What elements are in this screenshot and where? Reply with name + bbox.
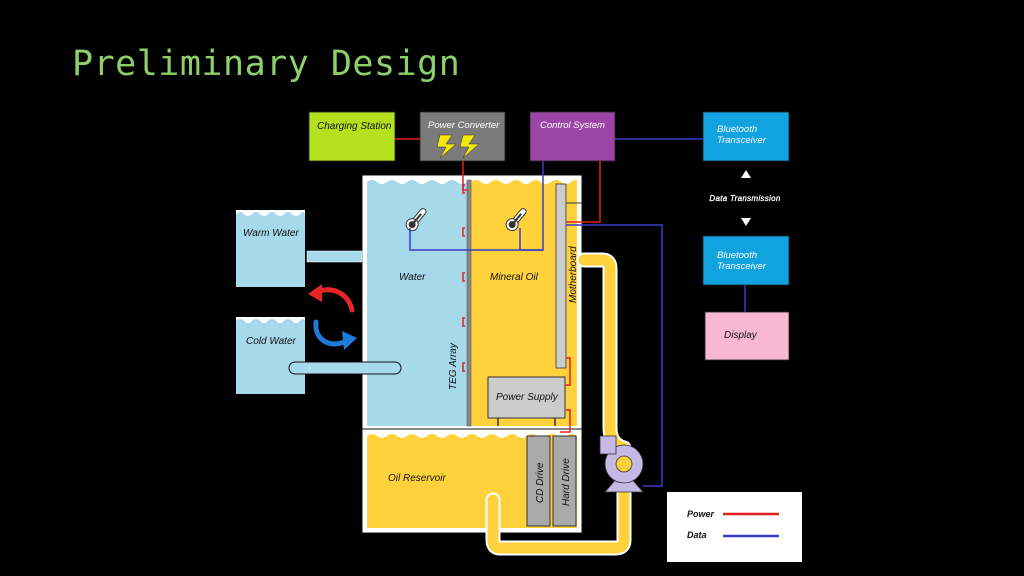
down-arrow-icon (741, 218, 751, 226)
data-transmission-indicator: Data Transmission (709, 170, 781, 226)
cold-water-tank: Cold Water (236, 317, 305, 394)
warm-water-tank: Warm Water (236, 210, 305, 287)
power-supply-block: Power Supply (487, 376, 566, 426)
thermometer-icon (505, 208, 527, 232)
control-system-block: Control System (529, 111, 616, 162)
oil-reservoir-label: Oil Reservoir (388, 473, 446, 484)
hard-drive-block: Hard Drive (552, 435, 577, 527)
warm-water-label: Warm Water (243, 228, 299, 239)
lightning-icon (436, 134, 457, 159)
cold-flow-arrow-icon (313, 319, 357, 350)
charging-station-block: Charging Station (308, 111, 396, 162)
data-lines (409, 138, 703, 487)
water-label: Water (399, 272, 426, 283)
hard-drive-label: Hard Drive (561, 458, 572, 506)
lightning-icon (459, 134, 480, 159)
thermometer-icon (405, 208, 427, 232)
bluetooth-transceiver-bottom: Bluetooth Transceiver (702, 235, 790, 286)
power-converter-block: Power Converter (419, 111, 506, 162)
warm-flow-arrow-icon (308, 284, 355, 313)
charging-station-label: Charging Station (317, 121, 392, 132)
cd-drive-block: CD Drive (526, 435, 551, 527)
motherboard-label: Motherboard (568, 246, 579, 303)
legend-data-label: Data (687, 530, 707, 540)
legend: Power Data (667, 492, 802, 562)
cold-water-pipe (288, 361, 402, 375)
bluetooth-bottom-label-2: Transceiver (717, 261, 767, 272)
data-transmission-label: Data Transmission (709, 194, 780, 203)
display-block: Display (704, 311, 790, 361)
legend-power-label: Power (687, 509, 715, 519)
mineral-oil-label: Mineral Oil (490, 272, 539, 283)
cd-drive-label: CD Drive (535, 462, 546, 503)
display-label: Display (724, 330, 758, 341)
oil-circulation-pipe (485, 252, 632, 556)
bluetooth-bottom-label-1: Bluetooth (717, 250, 757, 261)
power-converter-label: Power Converter (428, 120, 500, 131)
cold-water-label: Cold Water (246, 336, 297, 347)
power-lines (395, 138, 601, 433)
bluetooth-transceiver-top: Bluetooth Transceiver (702, 111, 790, 162)
bluetooth-top-label-2: Transceiver (717, 135, 767, 146)
power-supply-label: Power Supply (496, 392, 559, 403)
warm-water-pipe (306, 250, 363, 263)
bluetooth-top-label-1: Bluetooth (717, 124, 757, 135)
teg-array (466, 179, 472, 427)
control-system-label: Control System (540, 120, 605, 131)
slide-title: Preliminary Design (72, 44, 461, 84)
teg-array-label: TEG Array (448, 342, 459, 390)
pump-icon (599, 435, 644, 493)
up-arrow-icon (741, 170, 751, 178)
